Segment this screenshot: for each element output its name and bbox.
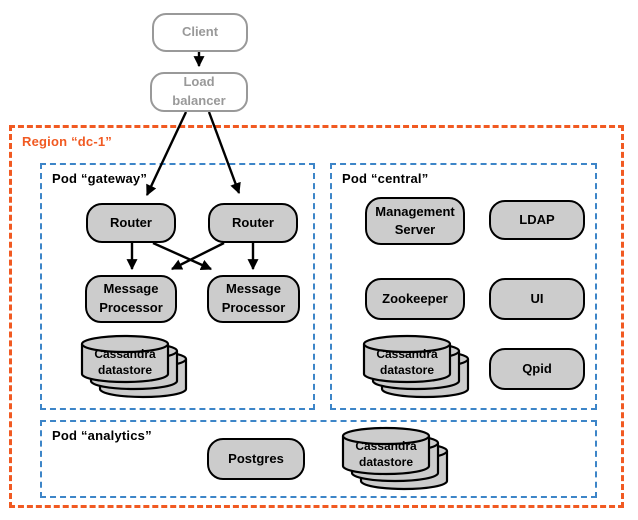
message-processor1-node: Message Processor	[85, 275, 177, 323]
pod-analytics-boundary: Pod “analytics”	[40, 420, 597, 498]
qpid-label: Qpid	[522, 360, 552, 376]
router2-label: Router	[232, 214, 274, 230]
router1-label: Router	[110, 214, 152, 230]
cassandra-analytics-label: Cassandra datastore	[355, 439, 417, 469]
client-node: Client	[152, 13, 248, 52]
client-label: Client	[181, 24, 219, 40]
message-processor2-node: Message Processor	[207, 275, 300, 323]
ldap-label: LDAP	[519, 211, 555, 227]
region-dc-1-label: Region “dc-1”	[22, 134, 112, 149]
qpid-node: Qpid	[489, 348, 585, 390]
management-server-node: Management Server	[365, 197, 465, 245]
management-server-label: Management Server	[375, 204, 455, 237]
pod-gateway-label: Pod “gateway”	[52, 171, 148, 186]
zookeeper-node: Zookeeper	[365, 278, 465, 320]
region-dc-1-boundary: Region “dc-1”	[9, 125, 624, 508]
pod-central-label: Pod “central”	[342, 171, 429, 186]
message-processor2-label: Message Processor	[221, 281, 286, 315]
load-balancer-label: Load balancer	[172, 74, 226, 108]
pod-analytics-label: Pod “analytics”	[52, 428, 152, 443]
cassandra-central-label: Cassandra datastore	[376, 347, 438, 377]
cassandra-gateway-label: Cassandra datastore	[94, 347, 156, 377]
ui-label: UI	[530, 290, 544, 306]
pod-central-boundary: Pod “central”	[330, 163, 597, 410]
ldap-node: LDAP	[489, 200, 585, 240]
postgres-node: Postgres	[207, 438, 305, 480]
load-balancer-node: Load balancer	[150, 72, 248, 112]
zookeeper-label: Zookeeper	[382, 290, 448, 306]
ui-node: UI	[489, 278, 585, 320]
router2-node: Router	[208, 203, 298, 243]
postgres-label: Postgres	[228, 450, 284, 466]
message-processor1-label: Message Processor	[99, 281, 163, 315]
router1-node: Router	[86, 203, 176, 243]
